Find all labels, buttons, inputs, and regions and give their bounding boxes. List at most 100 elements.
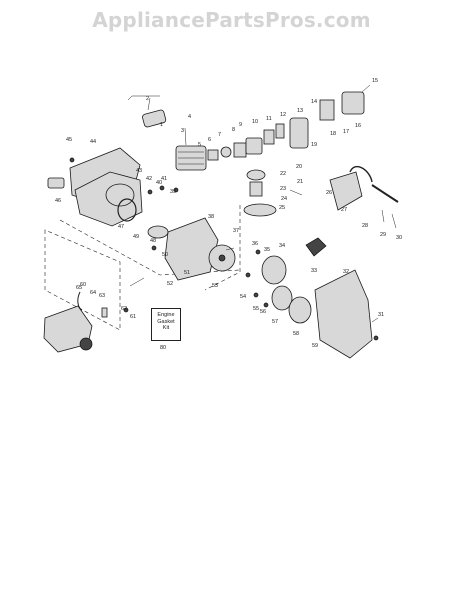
callout-5: 5: [198, 142, 201, 148]
kit-label-line-2: Gasket: [157, 318, 175, 325]
callout-46: 46: [55, 198, 61, 204]
filter-element-part: [319, 99, 335, 121]
starter-pulley-part: [261, 255, 287, 285]
leader-lines: [129, 84, 379, 323]
callout-3: 3: [181, 128, 184, 134]
callout-64: 64: [90, 290, 96, 296]
filter-cover-part: [341, 91, 365, 115]
callout-24: 24: [281, 196, 287, 202]
callout-16: 16: [355, 123, 361, 129]
callout-6: 6: [208, 137, 211, 143]
callout-52: 52: [167, 281, 173, 287]
starter-housing-part: [314, 269, 373, 359]
kit-label-line-3: Kit: [162, 325, 170, 331]
spark-wire-part: [371, 184, 399, 203]
screw-30-part: [391, 213, 397, 229]
callout-2: 2: [146, 96, 149, 102]
callout-58: 58: [293, 331, 299, 337]
callout-57: 57: [272, 319, 278, 325]
callout-21: 21: [297, 179, 303, 185]
callout-4: 4: [188, 114, 191, 120]
plate-11-part: [275, 123, 285, 139]
callout-15: 15: [372, 78, 378, 84]
callout-50: 50: [162, 252, 168, 258]
watermark-text: AppliancePartsPros.com: [92, 8, 371, 32]
callout-34: 34: [279, 243, 285, 249]
callout-25: 25: [279, 205, 285, 211]
fuel-filter-part: [101, 307, 108, 318]
fuel-cap-part: [79, 337, 93, 351]
filter-base-part: [289, 117, 309, 149]
callout-17: 17: [343, 129, 349, 135]
callout-61: 61: [130, 314, 136, 320]
primer-bulb-part: [246, 169, 266, 181]
callout-30: 30: [396, 235, 402, 241]
callout-39: 39: [170, 189, 176, 195]
gasket-10-part: [263, 129, 275, 145]
callout-42: 42: [146, 176, 152, 182]
callout-43: 43: [136, 168, 142, 174]
ignition-wire-part: [349, 166, 373, 183]
starter-handle-part: [305, 237, 327, 257]
insulator-8-part: [233, 142, 247, 158]
assembly-outline-lower: [59, 219, 241, 276]
callout-33: 33: [311, 268, 317, 274]
callout-31: 31: [378, 312, 384, 318]
engine-gasket-kit-box: Engine Gasket Kit: [151, 308, 181, 341]
callout-56: 56: [260, 309, 266, 315]
callout-59: 59: [312, 343, 318, 349]
callout-28: 28: [362, 223, 368, 229]
fuel-plate-part: [243, 203, 277, 217]
callout-47: 47: [118, 224, 124, 230]
callout-12: 12: [280, 112, 286, 118]
callout-36: 36: [252, 241, 258, 247]
cylinder-bore-part: [105, 183, 135, 207]
gasket-6-part: [207, 149, 219, 161]
starter-spring-part: [271, 285, 293, 311]
callout-22: 22: [280, 171, 286, 177]
callout-45: 45: [66, 137, 72, 143]
carb-9-part: [245, 137, 263, 155]
callout-62: 62: [121, 306, 127, 312]
callout-14: 14: [311, 99, 317, 105]
callout-20: 20: [296, 164, 302, 170]
callout-49: 49: [133, 234, 139, 240]
callout-29: 29: [380, 232, 386, 238]
kit-number: 80: [160, 345, 167, 351]
callout-60: 60: [80, 282, 86, 288]
callout-40: 40: [156, 180, 162, 186]
crankshaft-part: [147, 225, 169, 239]
spring-part: [127, 95, 160, 101]
callout-53: 53: [212, 283, 218, 289]
gasket-ring-part: [117, 198, 137, 222]
callout-27: 27: [341, 207, 347, 213]
callout-44: 44: [90, 139, 96, 145]
callout-10: 10: [252, 119, 258, 125]
callout-26: 26: [326, 190, 332, 196]
fuel-valve-part: [249, 181, 263, 197]
recoil-spool-part: [288, 296, 312, 324]
callout-8: 8: [232, 127, 235, 133]
callout-63: 63: [99, 293, 105, 299]
callout-41: 41: [161, 176, 167, 182]
callout-23: 23: [280, 186, 286, 192]
callout-18: 18: [330, 131, 336, 137]
assembly-outline-right: [204, 205, 241, 291]
callout-65: 65: [76, 285, 82, 291]
flywheel-hub-part: [218, 254, 226, 262]
fuel-line-part: [77, 291, 83, 311]
callout-9: 9: [239, 122, 242, 128]
callout-48: 48: [150, 238, 156, 244]
ignition-module-part: [329, 171, 363, 211]
callout-7: 7: [218, 132, 221, 138]
cylinder-fins: [178, 151, 204, 165]
seal-7-part: [220, 146, 232, 158]
callout-51: 51: [184, 270, 190, 276]
callout-1: 1: [160, 122, 163, 128]
callout-32: 32: [343, 269, 349, 275]
callout-37: 37: [233, 228, 239, 234]
callout-19: 19: [311, 142, 317, 148]
clamp-part: [47, 177, 65, 189]
